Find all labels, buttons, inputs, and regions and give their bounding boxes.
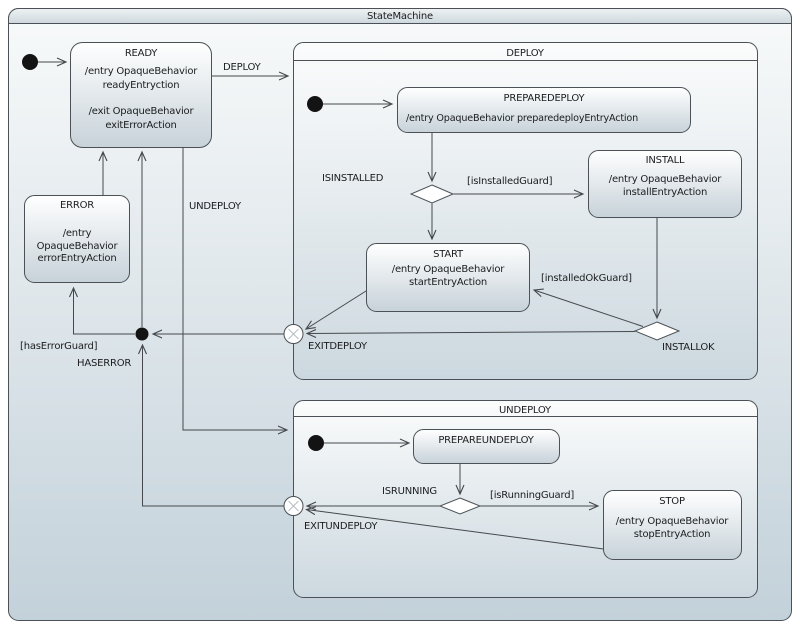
statemachine-title-bar: [8, 8, 792, 24]
transition-label-exitundeploy: EXITUNDEPLOY: [304, 521, 378, 532]
state-install-title: INSTALL: [646, 155, 685, 166]
state-stop-entry-line1: /entry OpaqueBehavior: [616, 516, 729, 527]
transition-junction-to-error[interactable]: [68, 286, 136, 335]
state-ready-exit-line1: /exit OpaqueBehavior: [89, 106, 195, 117]
state-error-entry-line1: /entry: [63, 228, 92, 239]
state-install[interactable]: [588, 150, 742, 218]
transition-label-isinstalled: ISINSTALLED: [322, 173, 384, 184]
state-install-group: INSTALL /entry OpaqueBehavior installEnt…: [588, 150, 742, 218]
transition-label-haserrorguard: [hasErrorGuard]: [20, 341, 98, 352]
transition-installok-to-exitdeploy[interactable]: [305, 328, 636, 338]
transition-label-isrunning: ISRUNNING: [382, 486, 437, 497]
state-preparedeploy[interactable]: [397, 87, 691, 133]
exit-point-exitundeploy-icon[interactable]: [283, 496, 304, 516]
transition-label-haserror: HASERROR: [77, 358, 131, 369]
state-ready-group: READY /entry OpaqueBehavior readyEntryct…: [70, 42, 212, 148]
state-preparedeploy-group: PREPAREDEPLOY /entry OpaqueBehavior prep…: [397, 87, 691, 133]
choice-isinstalled-icon[interactable]: [409, 184, 455, 204]
transition-ready-to-undeploy[interactable]: [182, 148, 289, 435]
state-start-entry-line1: /entry OpaqueBehavior: [392, 264, 505, 275]
transition-label-installok: INSTALLOK: [662, 342, 715, 353]
state-start-title: START: [433, 249, 464, 260]
state-ready-exit-line2: exitErrorAction: [105, 120, 176, 131]
choice-isrunning-icon[interactable]: [438, 497, 482, 515]
state-stop-entry-line2: stopEntryAction: [634, 529, 711, 540]
state-error-entry-line2: OpaqueBehavior: [37, 241, 119, 252]
transition-installok-to-start[interactable]: [532, 288, 644, 327]
state-start[interactable]: [366, 243, 530, 312]
state-ready[interactable]: [70, 42, 212, 148]
transition-label-installedokguard: [installedOkGuard]: [541, 273, 632, 284]
state-start-entry-line2: startEntryAction: [409, 277, 487, 288]
state-prepareundeploy[interactable]: [413, 429, 560, 464]
state-stop[interactable]: [603, 490, 742, 560]
state-preparedeploy-title: PREPAREDEPLOY: [504, 93, 586, 104]
state-ready-entry-line2: readyEntryction: [103, 80, 180, 91]
transition-stop-to-exitundeploy[interactable]: [305, 506, 604, 550]
transition-label-exitdeploy: EXITDEPLOY: [308, 341, 368, 352]
undeploy-initial-state-icon[interactable]: [308, 435, 324, 451]
statemachine-title: StateMachine: [367, 11, 433, 22]
state-preparedeploy-entry: /entry OpaqueBehavior preparedeployEntry…: [406, 113, 638, 124]
state-install-entry-line1: /entry OpaqueBehavior: [609, 174, 722, 185]
state-error-group: ERROR /entry OpaqueBehavior errorEntryAc…: [24, 195, 130, 283]
transition-label-isinstalledguard: [isInstalledGuard]: [467, 176, 553, 187]
state-prepareundeploy-group: PREPAREUNDEPLOY: [413, 429, 560, 464]
state-error[interactable]: [24, 195, 130, 283]
state-install-entry-line2: installEntryAction: [623, 187, 707, 198]
state-error-title: ERROR: [60, 200, 94, 211]
state-deploy-title: DEPLOY: [506, 48, 545, 59]
transition-label-deploy: DEPLOY: [223, 62, 262, 73]
junction-icon[interactable]: [135, 327, 149, 341]
state-prepareundeploy-title: PREPAREUNDEPLOY: [438, 435, 534, 446]
choice-installok-icon[interactable]: [633, 321, 681, 341]
state-error-entry-line3: errorEntryAction: [38, 253, 117, 264]
transition-label-isrunningguard: [isRunningGuard]: [490, 490, 574, 501]
state-ready-entry-line1: /entry OpaqueBehavior: [85, 66, 198, 77]
transition-exitundeploy-to-junction[interactable]: [137, 343, 285, 507]
state-start-group: START /entry OpaqueBehavior startEntryAc…: [366, 243, 530, 312]
transition-label-undeploy: UNDEPLOY: [189, 201, 242, 212]
state-stop-group: STOP /entry OpaqueBehavior stopEntryActi…: [603, 490, 742, 560]
transition-start-to-exitdeploy[interactable]: [304, 290, 367, 330]
deploy-initial-state-icon[interactable]: [307, 96, 323, 112]
exit-point-exitdeploy-icon[interactable]: [283, 324, 304, 344]
state-ready-title: READY: [125, 48, 158, 59]
state-stop-title: STOP: [659, 496, 685, 507]
initial-state-icon[interactable]: [22, 54, 38, 70]
state-undeploy-title: UNDEPLOY: [499, 405, 552, 416]
